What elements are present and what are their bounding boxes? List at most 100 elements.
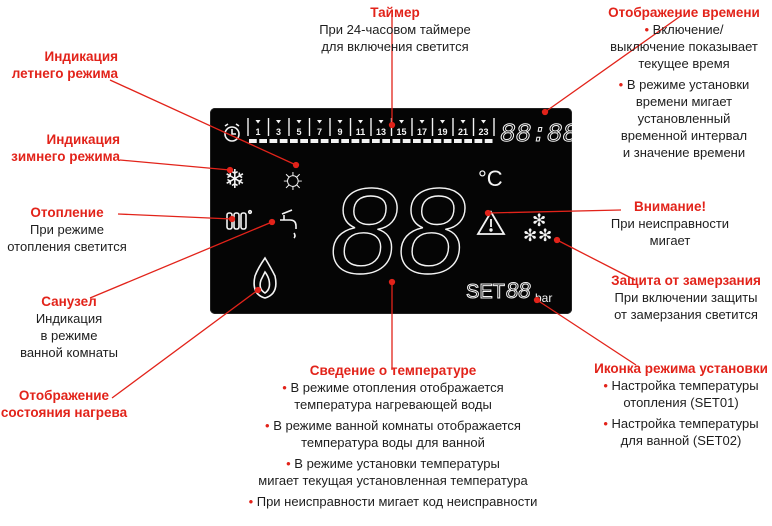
timer-segment [443,139,452,143]
timer-line-2: для включения светится [321,39,469,54]
timer-segment [433,139,442,143]
warning-callout: Внимание! При неисправности мигает [600,198,740,249]
hour-marker [460,120,466,124]
bath-line-1: Индикация [35,311,103,326]
warning-line-1: При неисправности [610,216,730,231]
celsius-unit: °C [478,166,503,191]
hour-marker [440,120,445,124]
hour-marker [296,120,302,124]
hour-label: 19 [437,127,447,137]
heat-state-title-2: состояния нагрева [0,405,128,420]
temp-bullet-1-line-1: В режиме отопления отображается [218,379,568,396]
sun-icon: ☼ [279,162,307,195]
setmode-bullet-2-line-2: для ванной (SET02) [620,433,742,448]
hour-label: 11 [356,127,366,137]
heat-state-callout: Отображение состояния нагрева [0,387,128,421]
time-bullet-1-line-2: выключение показывает [610,39,758,54]
bar-label: bar [535,291,552,305]
hour-marker [317,120,322,124]
hour-marker [337,120,343,124]
time-bullet-2-line-5: и значение времени [622,145,746,160]
temp-bullet-2-line-1: В режиме ванной комнаты отображается [218,417,568,434]
time-bullet-2-line-3: установленный [637,111,731,126]
timer-segment [474,139,483,143]
timer-segment [290,139,298,143]
timer-segment [331,139,339,143]
timer-segment [464,139,472,143]
timer-segment [259,139,267,143]
timer-callout: Таймер При 24-часовом таймере для включе… [290,4,500,55]
timer-segment [423,139,431,143]
clock-digits: 88:88 [500,119,572,149]
hour-marker [255,120,261,124]
frost-callout: Защита от замерзания При включении защит… [600,272,772,323]
heat-state-title-1: Отображение [18,388,110,403]
frost-icon: ✻ ✻ ✻ [523,211,552,245]
set-label: SET [466,281,505,303]
clock-icon [224,123,240,142]
hour-marker [481,120,486,124]
temp-bullet-4-line-1: При неисправности мигает код неисправнос… [218,493,568,510]
faucet-icon [280,209,297,239]
temperature-digits: 88 [330,163,466,299]
radiator-icon [226,209,253,230]
timer-segment [402,139,411,143]
hour-marker [358,120,363,124]
warning-title: Внимание! [634,199,706,214]
hour-marker [419,120,425,124]
summer-callout: Индикация летнего режима [0,48,118,82]
frost-title: Защита от замерзания [611,273,761,288]
warning-line-2: мигает [649,233,691,248]
timer-segment [454,139,462,143]
summer-title-1: Индикация [44,49,118,64]
temp-bullet-3-line-1: В режиме установки температуры [218,455,568,472]
timer-segment [300,139,308,143]
svg-text:✻: ✻ [523,226,537,245]
svg-text:✻: ✻ [532,211,546,230]
hour-label: 17 [417,127,427,137]
hour-label: 15 [396,127,406,137]
timer-segment [249,139,257,143]
bath-line-3: ванной комнаты [20,345,118,360]
time-bullet-2-line-4: временной интервал [620,128,748,143]
timer-segment [269,139,278,143]
time-bullet-1-line-1: Включение/ [596,21,772,38]
hour-label: 1 [255,127,260,137]
hour-label: 9 [337,127,342,137]
time-title: Отображение времени [608,5,760,20]
timer-segment [372,139,380,143]
timer-segment [382,139,390,143]
hour-marker [378,120,384,124]
temp-bullet-3-line-2: мигает текущая установленная температура [258,473,528,488]
time-bullet-2-line-2: времени мигает [635,94,733,109]
flame-icon [253,256,277,299]
timer-segment [320,139,329,143]
timer-segment [351,139,360,143]
winter-title-2: зимнего режима [11,149,120,164]
setmode-bullet-1-line-1: Настройка температуры [590,377,772,394]
hour-marker [276,120,281,124]
warning-icon [476,210,506,235]
frost-line-2: от замерзания светится [614,307,758,322]
svg-text:✻: ✻ [538,226,552,245]
bath-line-2: в режиме [40,328,98,343]
heating-line-1: При режиме [30,222,104,237]
temperature-callout: Сведение о температуре В режиме отоплени… [218,362,568,510]
timer-segment [413,139,421,143]
snowflake-icon: ❄ [224,164,246,194]
timer-segment [341,139,349,143]
time-bullet-1-line-3: текущее время [638,56,730,71]
heating-title: Отопление [30,205,104,220]
bath-title: Санузел [41,294,97,309]
timer-segment [392,139,401,143]
time-bullet-2-line-1: В режиме установки [596,76,772,93]
timer-line-1: При 24-часовом таймере [319,22,471,37]
timer-segment [310,139,319,143]
setmode-bullet-1-line-2: отопления (SET01) [623,395,739,410]
hour-label: 3 [276,127,281,137]
setmode-title: Иконка режима установки [594,361,768,376]
setmode-bullet-2-line-1: Настройка температуры [590,415,772,432]
summer-title-2: летнего режима [11,66,118,81]
